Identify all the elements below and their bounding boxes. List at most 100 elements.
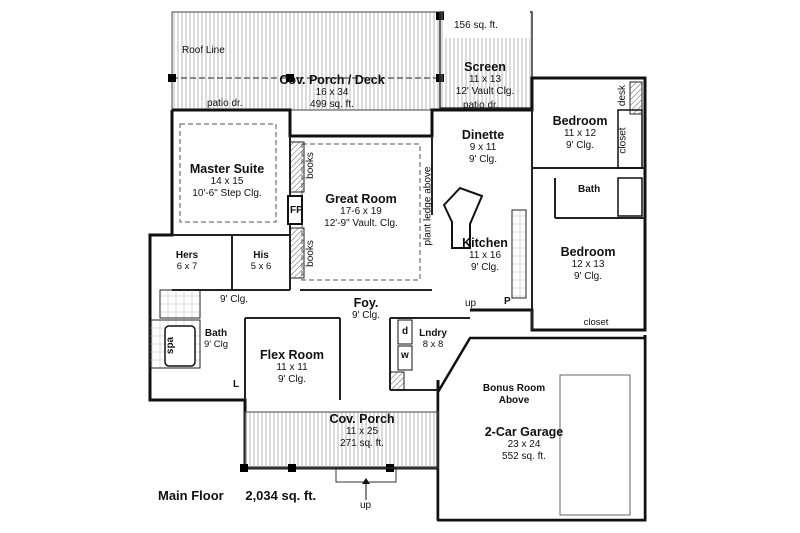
room-dims: 14 x 15 <box>210 176 244 188</box>
room-garage: 2-Car Garage 23 x 24 552 sq. ft. <box>474 425 574 462</box>
washer-box <box>397 345 413 371</box>
bedroom1-desk <box>629 81 643 115</box>
dryer-box <box>397 319 413 345</box>
bookshelf-bottom <box>289 227 305 279</box>
room-ceiling: 9' Clg. <box>468 153 498 165</box>
room-dims: 23 x 24 <box>507 439 541 451</box>
screen-area: 156 sq. ft. <box>454 20 498 31</box>
room-dims: 17-6 x 19 <box>340 206 382 218</box>
bedroom2-closet-label: closet <box>572 317 620 329</box>
laundry-hatch <box>389 371 405 391</box>
kitchen-island <box>442 186 527 299</box>
room-dims: 9 x 11 <box>469 142 497 154</box>
room-name: His <box>253 250 269 261</box>
room-laundry: Lndry 8 x 8 <box>412 328 454 350</box>
room-master-suite: Master Suite 14 x 15 10'-6" Step Clg. <box>182 162 272 199</box>
room-name: Cov. Porch <box>329 412 395 426</box>
room-name: Bath <box>204 328 228 339</box>
linen-label: L <box>233 379 240 390</box>
plan-footer: Main Floor 2,034 sq. ft. <box>158 488 334 503</box>
room-dims: 11 x 12 <box>563 128 597 140</box>
room-name: Master Suite <box>189 162 265 176</box>
interior-walls <box>172 110 645 400</box>
room-name: Kitchen <box>462 236 508 250</box>
room-ceiling: 9' Clg. <box>470 261 500 273</box>
room-ceiling: 9' Clg <box>204 338 228 350</box>
room-dims: 11 x 25 <box>345 426 379 438</box>
porch-steps-up-label: up <box>360 500 372 511</box>
room-bedroom-1: Bedroom 11 x 12 9' Clg. <box>540 114 620 151</box>
shower <box>159 289 201 319</box>
patio-door-left: patio dr. <box>207 98 243 109</box>
plant-ledge-label: plant ledge above <box>422 166 434 246</box>
room-name: Lndry <box>419 328 447 339</box>
room-name: Hers <box>175 250 199 261</box>
patio-door-right: patio dr. <box>463 100 499 111</box>
room-dims: 11 x 16 <box>468 250 502 262</box>
books-bottom-label: books <box>304 240 316 267</box>
stairs-up-label: up <box>465 298 477 309</box>
hall-ceiling-label: 9' Clg. <box>220 294 249 305</box>
room-name: Bonus Room <box>482 383 546 394</box>
room-screen: Screen 11 x 13 12' Vault Clg. <box>440 60 530 97</box>
room-dims: 11 x 11 <box>276 362 308 374</box>
room-ceiling: 10'-6" Step Clg. <box>192 187 262 199</box>
floor-name: Main Floor <box>158 488 224 503</box>
spa-tub <box>164 325 196 367</box>
room-kitchen: Kitchen 11 x 16 9' Clg. <box>455 236 515 273</box>
room-bedroom-2: Bedroom 12 x 13 9' Clg. <box>548 245 628 282</box>
room-master-bath: Bath 9' Clg <box>196 328 236 350</box>
room-hers: Hers 6 x 7 <box>172 250 202 272</box>
spa-label: spa <box>165 336 177 355</box>
room-name: Cov. Porch / Deck <box>279 73 385 87</box>
floor-area: 2,034 sq. ft. <box>245 488 317 503</box>
garage-outline <box>436 336 647 522</box>
room-area: 499 sq. ft. <box>310 98 354 110</box>
room-ceiling: 9' Clg. <box>565 139 595 151</box>
screen-porch <box>439 8 533 109</box>
room-his: His 5 x 6 <box>241 250 281 272</box>
room-area: 552 sq. ft. <box>502 450 546 462</box>
pantry-label: P <box>504 296 511 307</box>
desk-label: desk <box>617 84 629 107</box>
room-name: Dinette <box>461 128 505 142</box>
bookshelf-top <box>289 141 305 193</box>
room-bonus: Bonus Room Above <box>474 383 554 406</box>
room-name: Foy. <box>353 296 379 310</box>
room-name: Bedroom <box>552 114 608 128</box>
room-front-porch: Cov. Porch 11 x 25 271 sq. ft. <box>325 412 399 449</box>
room-name: Bedroom <box>560 245 616 259</box>
room-porch-deck: Cov. Porch / Deck 16 x 34 499 sq. ft. <box>262 73 402 110</box>
room-flex-room: Flex Room 11 x 11 9' Clg. <box>250 348 334 385</box>
room-note: Above <box>498 394 530 406</box>
room-name: Screen <box>464 60 506 74</box>
room-ceiling: 9' Clg. <box>277 373 307 385</box>
room-name: Great Room <box>325 192 397 206</box>
room-ceiling: 12'-9" Vault. Clg. <box>324 217 398 229</box>
washer-label: w <box>401 350 409 361</box>
room-dims: 8 x 8 <box>422 338 444 350</box>
room-dims: 11 x 13 <box>468 74 502 86</box>
roof-line-label: Roof Line <box>182 45 225 56</box>
room-ceiling: 12' Vault Clg. <box>455 85 515 97</box>
room-dims: 5 x 6 <box>250 260 272 272</box>
room-area: 271 sq. ft. <box>340 437 384 449</box>
step-ceiling-outline <box>179 123 277 223</box>
bath2-label: Bath <box>578 184 601 195</box>
bath2-tub <box>617 177 643 217</box>
dryer-label: d <box>402 326 409 337</box>
books-top-label: books <box>304 152 316 179</box>
room-dims: 6 x 7 <box>176 260 198 272</box>
room-great-room: Great Room 17-6 x 19 12'-9" Vault. Clg. <box>306 192 416 229</box>
room-dims: 16 x 34 <box>315 87 349 99</box>
room-dinette: Dinette 9 x 11 9' Clg. <box>448 128 518 165</box>
room-dims: 12 x 13 <box>571 259 605 271</box>
closet-label: closet <box>583 317 609 328</box>
front-porch <box>240 411 439 500</box>
fireplace <box>287 195 303 225</box>
room-name: Flex Room <box>260 348 324 362</box>
fireplace-label: FP <box>290 205 303 216</box>
room-ceiling: 9' Clg. <box>573 270 603 282</box>
room-foyer: Foy. 9' Clg. <box>338 296 394 322</box>
